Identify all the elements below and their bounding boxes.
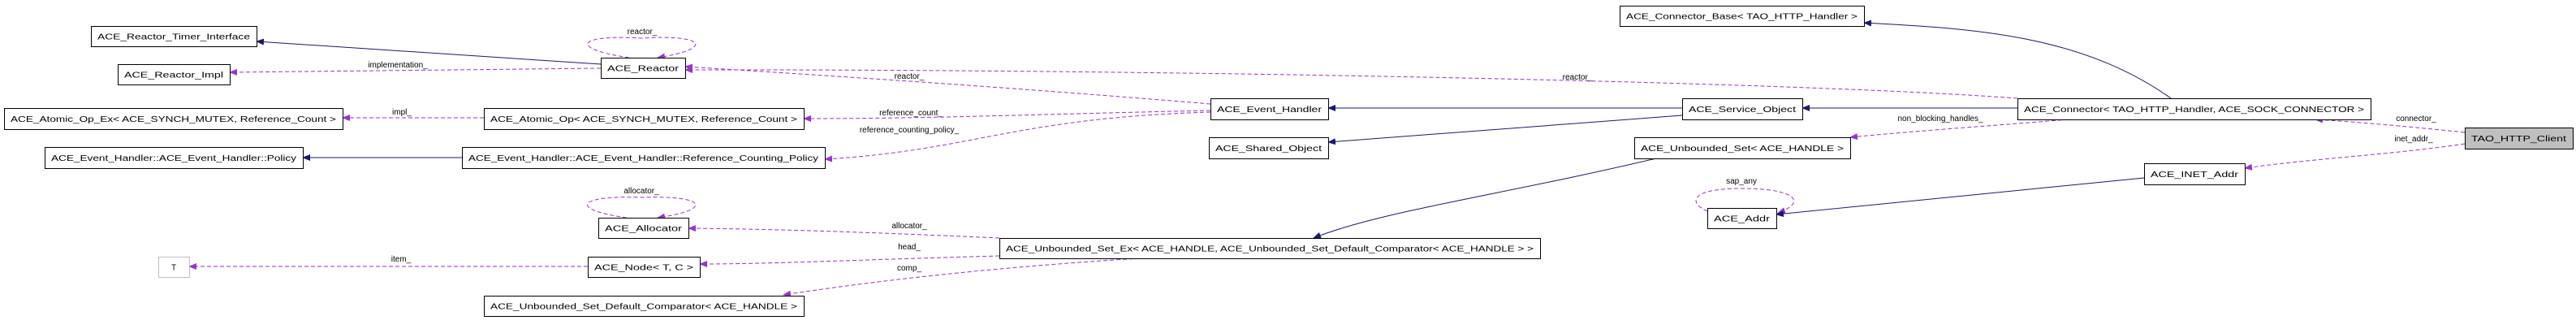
edge-label-item: item_: [391, 255, 412, 264]
node-label: ACE_Reactor: [607, 65, 680, 74]
edge-unbounded-set-ex-head: [699, 255, 1000, 267]
node-label: ACE_Connector< TAO_HTTP_Handler, ACE_SOC…: [2024, 106, 2364, 115]
edge-event-handler-reference-count: [803, 110, 1211, 122]
node-label: ACE_INET_Addr: [2151, 171, 2239, 180]
class-node-ref-counting-policy[interactable]: ACE_Event_Handler::ACE_Event_Handler::Re…: [462, 147, 826, 169]
class-node-allocator[interactable]: ACE_Allocator: [598, 218, 689, 239]
class-node-reactor-impl[interactable]: ACE_Reactor_Impl: [118, 64, 231, 85]
edge-label-allocator: allocator_: [891, 222, 927, 231]
class-node-connector-base[interactable]: ACE_Connector_Base< TAO_HTTP_Handler >: [1620, 6, 1865, 27]
edge-label-reference-count: reference_count_: [879, 109, 943, 118]
node-box: [598, 218, 689, 239]
edge-unbounded-set-to-unbounded-set-ex: [1313, 158, 1657, 239]
edge-label-eh-reactor: reactor_: [895, 72, 925, 81]
class-node-policy[interactable]: ACE_Event_Handler::ACE_Event_Handler::Po…: [45, 147, 304, 169]
edge-label-connector-reactor: reactor_: [1563, 73, 1593, 82]
edge-label-reference-counting-policy: reference_counting_policy_: [860, 126, 960, 135]
edge-allocator-self: [587, 197, 697, 220]
node-box: [1707, 208, 1777, 229]
node-label: ACE_Event_Handler::ACE_Event_Handler::Re…: [468, 154, 818, 163]
class-node-inet-addr[interactable]: ACE_INET_Addr: [2144, 163, 2246, 185]
node-label: ACE_Unbounded_Set_Default_Comparator< AC…: [490, 303, 797, 312]
node-box: [4, 108, 343, 130]
node-label: ACE_Atomic_Op_Ex< ACE_SYNCH_MUTEX, Refer…: [11, 115, 336, 124]
node-label: ACE_Event_Handler: [1217, 106, 1323, 115]
edge-label-non-blocking-handles: non_blocking_handles_: [1897, 115, 1983, 123]
node-box: [484, 296, 805, 317]
class-node-comparator[interactable]: ACE_Unbounded_Set_Default_Comparator< AC…: [484, 296, 805, 317]
node-box: [91, 26, 257, 47]
class-node-service-object[interactable]: ACE_Service_Object: [1682, 98, 1803, 120]
edge-reactor-implementation: [229, 67, 602, 76]
edge-event-handler-reference-counting-policy: [824, 111, 1211, 162]
node-box: [1209, 137, 1329, 159]
edge-addr-sap-any: [1695, 188, 1794, 214]
edge-connector-non-blocking-handles: [1849, 119, 2069, 141]
edge-label-comp: comp_: [897, 264, 921, 273]
edge-service-object-to-shared-object: [1327, 115, 1683, 145]
edge-inet-addr-to-addr: [1776, 177, 2145, 218]
node-box: [462, 147, 826, 169]
class-node-event-handler[interactable]: ACE_Event_Handler: [1210, 98, 1329, 120]
edge-label-connector: connector_: [2396, 115, 2436, 123]
class-node-unbounded-set[interactable]: ACE_Unbounded_Set< ACE_HANDLE >: [1634, 137, 1851, 159]
node-label: ACE_Connector_Base< TAO_HTTP_Handler >: [1626, 13, 1858, 22]
class-node-client: TAO_HTTP_Client: [2465, 128, 2574, 149]
edge-connector-to-connector-base: [1863, 19, 2172, 99]
node-label: ACE_Addr: [1714, 215, 1771, 224]
edge-label-sap-any: sap_any: [1726, 177, 1757, 186]
edge-unbounded-set-ex-allocator: [688, 225, 1000, 239]
class-node-shared-object[interactable]: ACE_Shared_Object: [1209, 137, 1329, 159]
node-box: [2144, 163, 2246, 185]
node-label: ACE_Reactor_Impl: [124, 71, 223, 80]
edge-reactor-to-timer-interface: [256, 38, 602, 65]
node-label: T: [171, 264, 176, 273]
node-label: ACE_Allocator: [605, 225, 683, 234]
node-label: ACE_Service_Object: [1689, 106, 1796, 115]
node-label: TAO_HTTP_Client: [2471, 135, 2566, 144]
class-node-unbounded-set-ex[interactable]: ACE_Unbounded_Set_Ex< ACE_HANDLE, ACE_Un…: [999, 238, 1541, 259]
node-box: [1210, 98, 1329, 120]
node-box: [601, 58, 686, 79]
node-label: ACE_Node< T, C >: [594, 264, 693, 273]
node-box: [1620, 6, 1865, 27]
node-label: ACE_Unbounded_Set< ACE_HANDLE >: [1641, 145, 1844, 154]
edge-event-handler-reactor: [684, 63, 1211, 105]
edge-reactor-self: [587, 37, 697, 60]
node-label: ACE_Shared_Object: [1215, 145, 1322, 154]
node-label: ACE_Event_Handler::ACE_Event_Handler::Po…: [51, 154, 296, 163]
class-node-reactor[interactable]: ACE_Reactor: [601, 58, 686, 79]
edge-client-inet-addr: [2244, 143, 2466, 171]
edge-client-connector: [2315, 116, 2466, 133]
node-box: [588, 257, 701, 278]
node-box: [484, 108, 805, 130]
class-node-timer-interface[interactable]: ACE_Reactor_Timer_Interface: [91, 26, 257, 47]
class-node-node[interactable]: ACE_Node< T, C >: [588, 257, 701, 278]
edge-label-allocator-self: allocator_: [624, 187, 659, 196]
node-box: [2465, 128, 2574, 149]
edge-label-implementation: implementation_: [368, 61, 428, 70]
class-node-t[interactable]: T: [158, 257, 190, 278]
edge-unbounded-set-ex-comp: [783, 257, 1154, 297]
node-box: [118, 64, 231, 85]
node-box: [1634, 137, 1851, 159]
node-label: ACE_Unbounded_Set_Ex< ACE_HANDLE, ACE_Un…: [1006, 245, 1534, 254]
class-node-atomic-op[interactable]: ACE_Atomic_Op< ACE_SYNCH_MUTEX, Referenc…: [484, 108, 805, 130]
node-box: [999, 238, 1541, 259]
node-box: [2017, 98, 2371, 120]
class-node-atomic-op-ex[interactable]: ACE_Atomic_Op_Ex< ACE_SYNCH_MUTEX, Refer…: [4, 108, 343, 130]
edge-label-inet-addr: inet_addr_: [2394, 135, 2433, 144]
edge-connector-reactor: [684, 66, 2018, 99]
node-box: [1682, 98, 1803, 120]
edge-label-head: head_: [898, 243, 921, 252]
class-node-connector[interactable]: ACE_Connector< TAO_HTTP_Handler, ACE_SOC…: [2017, 98, 2371, 120]
edge-label-impl: impl_: [392, 108, 412, 117]
class-node-addr[interactable]: ACE_Addr: [1707, 208, 1777, 229]
node-box: [45, 147, 304, 169]
node-label: ACE_Atomic_Op< ACE_SYNCH_MUTEX, Referenc…: [490, 115, 797, 124]
node-box: [158, 257, 190, 278]
node-label: ACE_Reactor_Timer_Interface: [97, 33, 251, 42]
edge-label-reactor-self: reactor_: [628, 28, 658, 37]
